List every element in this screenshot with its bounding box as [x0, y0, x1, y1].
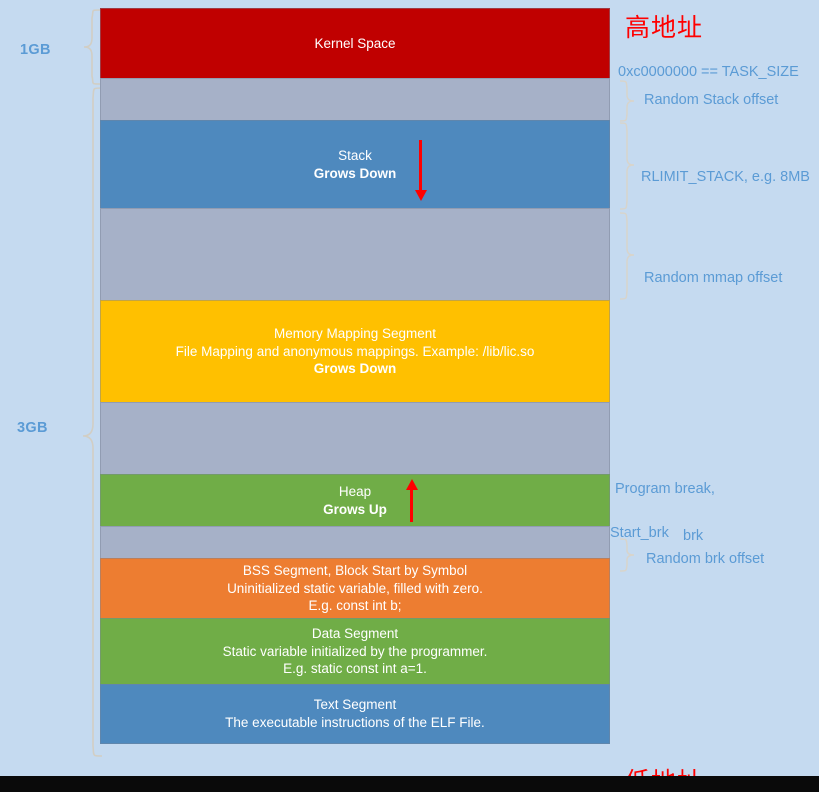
brace-random-mmap-offset: [619, 212, 635, 300]
heap-arrow-head-icon: [406, 479, 418, 490]
mmap-desc-label: File Mapping and anonymous mappings. Exa…: [175, 343, 535, 359]
data-title-label: Data Segment: [311, 625, 399, 641]
block-data-segment: Data Segment Static variable initialized…: [100, 618, 610, 684]
stack-direction-label: Grows Down: [313, 165, 397, 181]
brace-random-stack-offset: [619, 80, 635, 122]
label-high-address: 高地址: [625, 13, 704, 42]
label-program-break: Program break,: [615, 481, 715, 497]
stack-arrow-head-icon: [415, 190, 427, 201]
block-random-stack-gap: [100, 78, 610, 120]
label-rlimit-stack: RLIMIT_STACK, e.g. 8MB: [641, 169, 810, 185]
heap-grows-up-arrow: [410, 489, 413, 522]
heap-label: Heap: [338, 483, 372, 499]
stack-grows-down-arrow: [419, 140, 422, 192]
bss-title-label: BSS Segment, Block Start by Symbol: [242, 562, 468, 578]
data-example-label: E.g. static const int a=1.: [283, 661, 427, 677]
block-text-segment: Text Segment The executable instructions…: [100, 684, 610, 744]
brace-rlimit-stack: [619, 122, 635, 210]
mmap-title-label: Memory Mapping Segment: [273, 325, 437, 341]
bss-desc-label: Uninitialized static variable, filled wi…: [227, 580, 483, 596]
memory-column: Kernel Space Stack Grows Down Memory Map…: [100, 8, 610, 744]
label-brk: brk: [683, 528, 704, 544]
brace-1gb: [83, 9, 101, 85]
text-desc-label: The executable instructions of the ELF F…: [225, 715, 485, 730]
block-bss-segment: BSS Segment, Block Start by Symbol Unini…: [100, 558, 610, 618]
block-heap: Heap Grows Up: [100, 474, 610, 526]
label-random-brk-offset: Random brk offset: [646, 551, 765, 567]
size-label-1gb: 1GB: [20, 42, 51, 58]
heap-direction-label: Grows Up: [323, 501, 387, 517]
text-title-label: Text Segment: [313, 697, 397, 713]
bss-example-label: E.g. const int b;: [308, 598, 402, 614]
label-random-mmap-offset: Random mmap offset: [644, 270, 783, 286]
block-kernel-space: Kernel Space: [100, 8, 610, 78]
label-start-brk: Start_brk: [610, 525, 669, 541]
block-mmap-gap: [100, 208, 610, 300]
block-brk-gap: [100, 526, 610, 558]
brace-3gb: [82, 87, 103, 757]
stack-label: Stack: [338, 147, 372, 163]
block-stack: Stack Grows Down: [100, 120, 610, 208]
data-desc-label: Static variable initialized by the progr…: [222, 643, 488, 659]
kernel-space-label: Kernel Space: [314, 35, 396, 51]
mmap-direction-label: Grows Down: [313, 361, 397, 377]
block-memory-mapping-segment: Memory Mapping Segment File Mapping and …: [100, 300, 610, 402]
block-heap-gap: [100, 402, 610, 474]
label-task-size: 0xc0000000 == TASK_SIZE: [618, 64, 799, 80]
brace-random-brk-offset: [619, 538, 635, 572]
label-random-stack-offset: Random Stack offset: [644, 92, 779, 108]
bottom-border-strip: [0, 776, 819, 792]
size-label-3gb: 3GB: [17, 420, 48, 436]
